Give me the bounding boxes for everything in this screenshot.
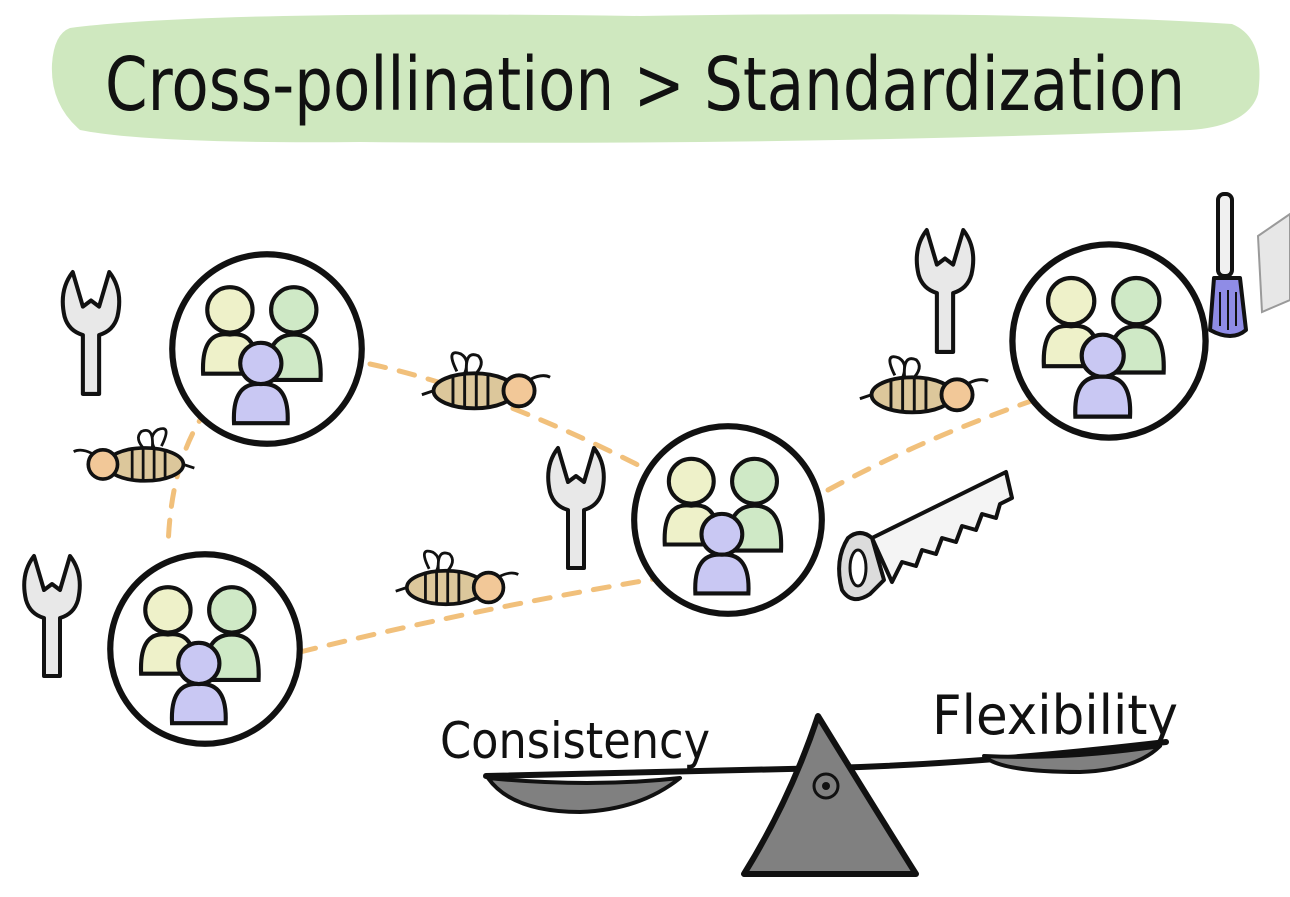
wrench-icon xyxy=(63,272,119,394)
bee-icon xyxy=(857,354,991,415)
path-team-b-to-team-d xyxy=(825,397,1037,493)
team-icon xyxy=(1012,244,1205,437)
balance-scale-icon xyxy=(483,713,1169,877)
wrench-icon xyxy=(24,556,80,676)
team-icon xyxy=(110,554,300,744)
wrench-icon xyxy=(917,230,973,352)
path-team-c-to-team-b xyxy=(297,575,663,655)
page-title: Cross-pollination > Standardization xyxy=(105,42,1185,128)
wrench-icon xyxy=(548,448,604,568)
balance-right-label: Flexibility xyxy=(932,684,1178,747)
bee-icon xyxy=(393,549,521,607)
balance-left-label: Consistency xyxy=(440,712,710,770)
screwdriver-icon xyxy=(1208,192,1290,338)
bee-icon xyxy=(71,426,197,483)
bee-icon xyxy=(419,350,553,411)
team-icon xyxy=(634,426,822,614)
title-banner: Cross-pollination > Standardization xyxy=(51,14,1260,143)
team-icon xyxy=(172,254,362,444)
saw-icon xyxy=(837,470,1014,602)
path-team-a-to-team-c xyxy=(165,405,211,553)
